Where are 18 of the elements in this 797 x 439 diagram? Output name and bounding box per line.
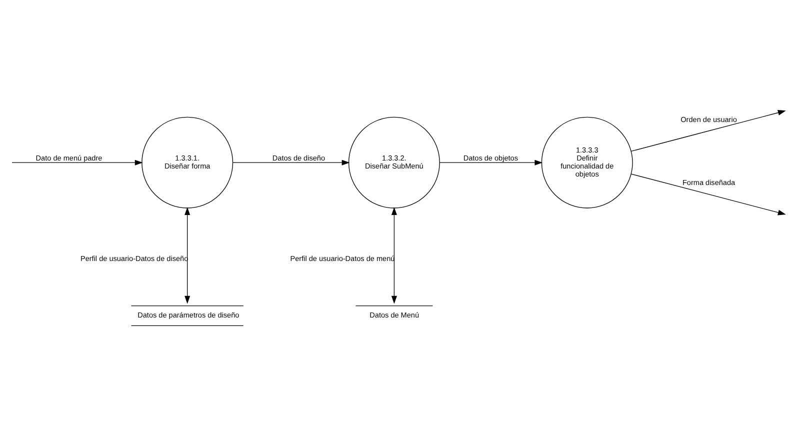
arrow — [439, 160, 543, 166]
edge-label: Forma diseñada — [682, 178, 736, 188]
node-text: Datos de parámetros de diseño — [138, 310, 240, 320]
arrow — [391, 207, 397, 304]
arrow — [630, 174, 786, 216]
node-text: Datos de Menú — [370, 310, 420, 320]
edge-label: Datos de diseño — [272, 153, 326, 162]
arrow — [12, 160, 143, 166]
arrow — [184, 207, 190, 304]
edge-label: Perfil de usuario-Datos de menú — [290, 254, 395, 264]
node-circle: 1.3.3.3 Definir funcionalidad de objetos — [541, 116, 633, 208]
node-circle: 1.3.3.1. Diseñar forma — [142, 116, 234, 208]
arrow — [232, 160, 350, 166]
arrow — [630, 110, 786, 152]
edge-label: Orden de usuario — [680, 115, 737, 124]
edge-label: Datos de objetos — [463, 153, 518, 162]
node-circle: 1.3.3.2. Diseñar SubMenú — [348, 116, 440, 208]
edge-label: Dato de menú padre — [36, 153, 102, 162]
